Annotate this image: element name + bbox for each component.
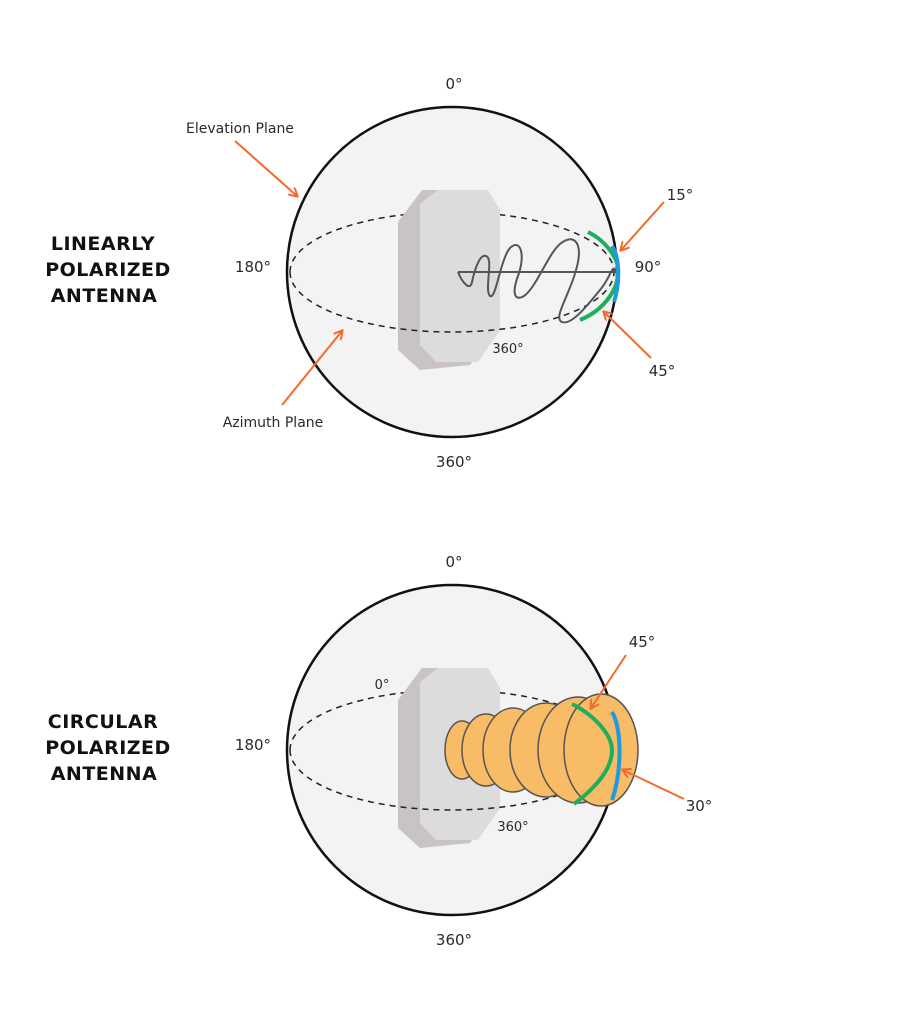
elevation-plane-arrow xyxy=(234,140,297,196)
linear-title: LINEARLY POLARIZED ANTENNA xyxy=(45,233,171,307)
linear-azimuth-front xyxy=(289,271,615,333)
linear-panel-antenna xyxy=(398,190,500,370)
linear-left-degree-label: 180° xyxy=(235,258,271,276)
circular-left-degree-label: 180° xyxy=(235,736,271,754)
linear-bottom-degree-label: 360° xyxy=(436,453,472,471)
circular-title-line-2: POLARIZED xyxy=(45,737,171,759)
circular-title: CIRCULAR POLARIZED ANTENNA xyxy=(45,711,171,785)
linear-title-line-1: LINEARLY xyxy=(51,233,155,255)
linear-lower-beam-label: 45° xyxy=(649,362,676,380)
circular-bottom-degree-label: 360° xyxy=(436,931,472,949)
circular-azimuth-arc xyxy=(610,710,622,801)
azimuth-plane-label: Azimuth Plane xyxy=(223,415,324,431)
linear-azimuth-arc xyxy=(610,244,621,303)
linear-lower-beam-arrow xyxy=(604,312,652,359)
circular-diagram: 0° 360° 180° 0° 360° 45° 30° CIRCULAR PO… xyxy=(45,553,712,949)
circular-upper-beam-label: 45° xyxy=(629,633,656,651)
linear-wave xyxy=(457,238,617,324)
linear-inner-degree-label: 360° xyxy=(492,342,523,357)
circular-inner-top-degree-label: 0° xyxy=(375,678,390,693)
linear-upper-beam-arrow xyxy=(621,201,665,250)
linear-azimuth-back xyxy=(289,211,615,273)
linear-top-degree-label: 0° xyxy=(445,75,462,93)
linear-title-line-2: POLARIZED xyxy=(45,259,171,281)
circular-lower-beam-label: 30° xyxy=(686,797,713,815)
circular-lower-beam-arrow xyxy=(623,770,685,800)
linear-upper-beam-label: 15° xyxy=(667,186,694,204)
circular-title-line-1: CIRCULAR xyxy=(48,711,158,733)
circular-title-line-3: ANTENNA xyxy=(51,763,158,785)
linear-diagram: 0° 360° 180° 90° 360° Elevation Plane Az… xyxy=(45,75,693,471)
circular-upper-beam-arrow xyxy=(591,654,627,708)
elevation-plane-label: Elevation Plane xyxy=(186,121,294,137)
linear-right-degree-label: 90° xyxy=(635,258,662,276)
linear-title-line-3: ANTENNA xyxy=(51,285,158,307)
circular-top-degree-label: 0° xyxy=(445,553,462,571)
circular-elevation-arc xyxy=(571,702,615,806)
circular-inner-bottom-degree-label: 360° xyxy=(497,820,528,835)
azimuth-plane-arrow xyxy=(281,331,342,406)
